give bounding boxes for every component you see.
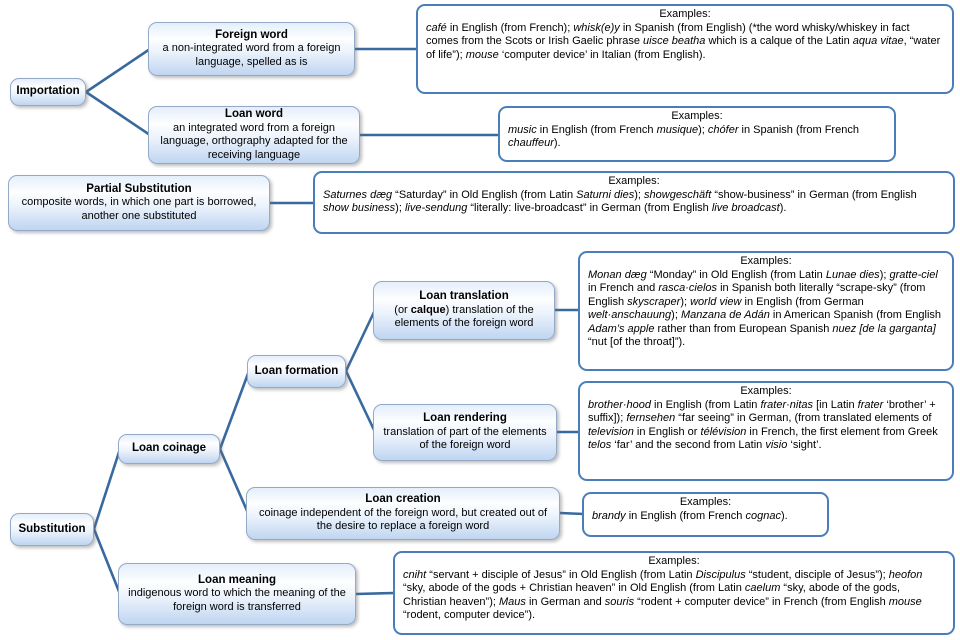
node-title: Loan creation [365,493,441,506]
node-loan-formation: Loan formation [247,355,346,388]
node-substitution: Substitution [10,513,94,546]
node-title: Loan meaning [198,573,276,586]
examples-partial-substitution: Examples: Saturnes dæg “Saturday” in Old… [313,171,955,234]
node-title: Partial Substitution [86,182,192,195]
examples-body: Saturnes dæg “Saturday” in Old English (… [323,188,917,215]
examples-heading: Examples: [679,496,732,508]
examples-foreign-word: Examples: café in English (from French);… [416,4,954,94]
examples-loan-meaning: Examples: cniht “servant + disciple of J… [393,551,955,635]
examples-body: brother·hood in English (from Latin frat… [588,398,938,452]
node-loan-rendering: Loan rendering translation of part of th… [373,404,557,461]
node-loan-word: Loan word an integrated word from a fore… [148,106,360,164]
node-loan-meaning: Loan meaning indigenous word to which th… [118,563,356,625]
examples-body: brandy in English (from French cognac). [592,509,788,522]
node-title: Importation [16,85,80,98]
examples-loan-rendering: Examples: brother·hood in English (from … [578,381,954,481]
node-title: Loan rendering [423,412,507,425]
node-title: Loan translation [419,290,509,303]
node-loan-translation: Loan translation (or calque) translation… [373,281,555,340]
examples-body: Monan dæg “Monday” in Old English (from … [588,268,942,349]
node-partial-substitution: Partial Substitution composite words, in… [8,175,270,231]
examples-loan-translation: Examples: Monan dæg “Monday” in Old Engl… [578,251,954,371]
node-title: Loan coinage [131,442,207,455]
examples-loan-creation: Examples: brandy in English (from French… [582,492,829,537]
examples-body: café in English (from French); whisk(e)y… [426,21,941,61]
node-description: indigenous word to which the meaning of … [128,587,346,613]
node-title: Foreign word [215,28,288,41]
node-description: composite words, in which one part is bo… [21,196,257,222]
examples-body: cniht “servant + disciple of Jesus” in O… [403,568,923,622]
node-loan-creation: Loan creation coinage independent of the… [246,487,560,540]
examples-loan-word: Examples: music in English (from French … [498,106,896,162]
node-title: Substitution [18,522,86,535]
node-description: (or calque) translation of the elements … [394,303,534,330]
node-description: coinage independent of the foreign word,… [258,506,548,533]
node-description: translation of part of the elements of t… [383,425,547,452]
node-loan-coinage: Loan coinage [118,434,220,464]
examples-body: music in English (from French musique); … [508,123,859,150]
node-description: an integrated word from a foreign langua… [160,121,348,161]
examples-heading: Examples: [740,255,792,267]
examples-heading: Examples: [608,175,660,187]
node-description: a non-integrated word from a foreign lan… [162,42,341,68]
node-foreign-word: Foreign word a non-integrated word from … [148,22,355,76]
examples-heading: Examples: [740,385,792,397]
examples-heading: Examples: [671,110,723,122]
examples-heading: Examples: [648,555,700,567]
node-title: Loan formation [254,364,339,377]
node-importation: Importation [10,78,86,106]
examples-heading: Examples: [659,8,711,20]
node-title: Loan word [224,108,284,120]
